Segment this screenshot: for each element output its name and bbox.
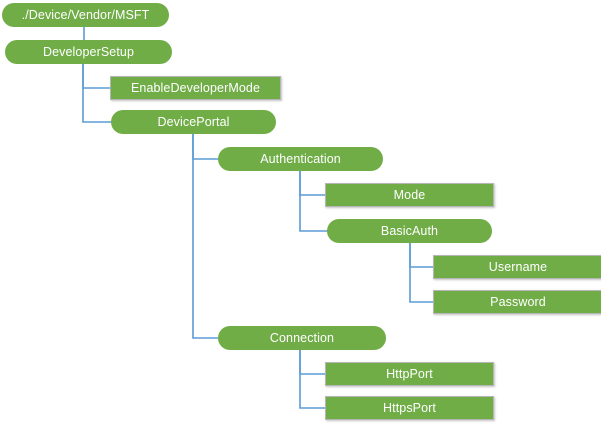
- tree-node-label: ./Device/Vendor/MSFT: [21, 7, 150, 22]
- tree-node-label: HttpPort: [386, 366, 433, 381]
- tree-node-label: BasicAuth: [380, 223, 439, 238]
- tree-node-mode[interactable]: Mode: [325, 183, 494, 207]
- edge-connection-httpport: [299, 350, 325, 375]
- edge-authentication-mode: [299, 171, 325, 196]
- tree-node-password[interactable]: Password: [433, 290, 601, 314]
- tree-node-label: DevicePortal: [157, 114, 230, 129]
- tree-node-httpport[interactable]: HttpPort: [325, 362, 494, 386]
- edge-basicauth-password: [409, 243, 433, 303]
- tree-node-basicauth[interactable]: BasicAuth: [327, 219, 492, 243]
- tree-node-label: Mode: [393, 187, 426, 202]
- edge-developersetup-deviceportal: [82, 64, 112, 123]
- tree-node-label: HttpsPort: [383, 400, 436, 415]
- edge-basicauth-username: [409, 243, 433, 268]
- edge-connection-httpsport: [299, 350, 325, 409]
- edge-developersetup-enabledevelopermode: [82, 64, 110, 89]
- tree-node-connection[interactable]: Connection: [218, 326, 386, 350]
- edge-deviceportal-authentication: [192, 134, 221, 160]
- tree-node-label: Username: [488, 259, 548, 274]
- tree-node-authentication[interactable]: Authentication: [218, 147, 383, 171]
- tree-node-deviceportal[interactable]: DevicePortal: [111, 110, 276, 134]
- tree-node-username[interactable]: Username: [433, 255, 601, 279]
- tree-node-developersetup[interactable]: DeveloperSetup: [5, 40, 172, 64]
- tree-node-httpsport[interactable]: HttpsPort: [325, 396, 494, 420]
- tree-node-label: DeveloperSetup: [42, 44, 135, 59]
- tree-node-label: Authentication: [260, 151, 341, 166]
- edge-deviceportal-connection: [192, 134, 221, 339]
- edge-authentication-basicauth: [299, 171, 329, 232]
- tree-node-label: Connection: [269, 330, 335, 345]
- tree-node-enabledevelopermode[interactable]: EnableDeveloperMode: [110, 76, 281, 100]
- tree-node-label: EnableDeveloperMode: [130, 80, 261, 95]
- tree-node-label: Password: [490, 294, 546, 309]
- tree-node-root[interactable]: ./Device/Vendor/MSFT: [2, 3, 169, 27]
